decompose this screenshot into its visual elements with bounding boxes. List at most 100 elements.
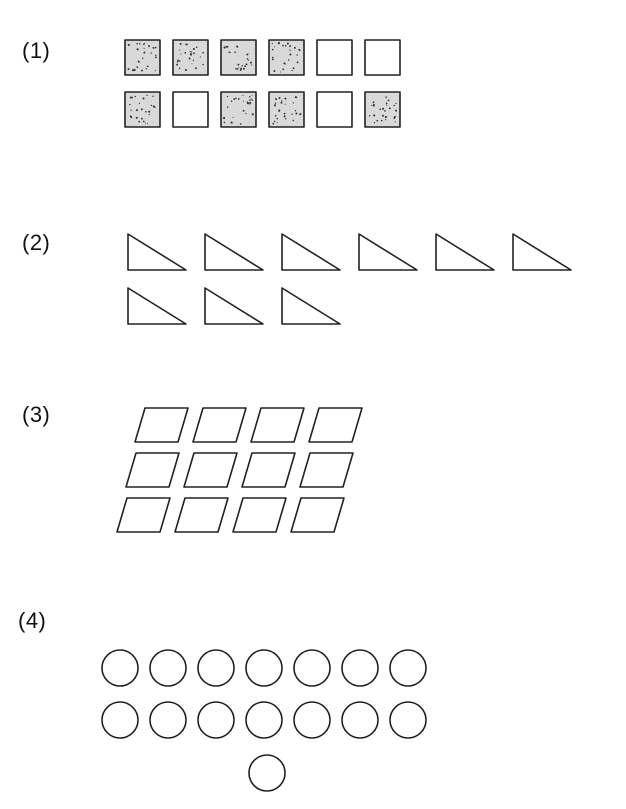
- right-triangle: [281, 287, 341, 325]
- shade-speck: [281, 100, 283, 102]
- shade-speck: [179, 49, 181, 51]
- shade-speck: [273, 104, 277, 107]
- shade-speck: [277, 42, 280, 45]
- shade-speck: [235, 67, 237, 70]
- shade-speck: [285, 118, 287, 120]
- shade-speck: [283, 62, 286, 65]
- shade-speck: [193, 52, 195, 55]
- circle: [341, 649, 379, 687]
- shade-speck: [134, 95, 137, 98]
- shade-speck: [136, 66, 139, 69]
- shade-speck: [130, 109, 132, 111]
- square-cell: [364, 39, 401, 76]
- shade-speck: [278, 110, 280, 112]
- right-triangle: [358, 233, 418, 271]
- shade-speck: [202, 51, 204, 54]
- shade-speck: [296, 54, 298, 56]
- circle: [245, 649, 283, 687]
- shade-speck: [245, 112, 247, 115]
- shade-speck: [280, 101, 283, 104]
- shade-speck: [142, 57, 144, 59]
- shade-speck: [384, 110, 386, 112]
- shade-speck: [246, 102, 250, 105]
- shade-speck: [386, 104, 388, 106]
- shade-speck: [282, 68, 285, 71]
- circle: [341, 701, 379, 739]
- shade-speck: [273, 70, 276, 72]
- shade-speck: [148, 45, 150, 47]
- shade-speck: [393, 117, 396, 120]
- shaded-square: [268, 39, 305, 76]
- parallelogram: [232, 497, 287, 533]
- shade-speck: [184, 43, 186, 45]
- shade-speck: [271, 58, 274, 61]
- circle: [248, 754, 286, 792]
- shade-speck: [278, 96, 281, 100]
- shade-speck: [226, 45, 229, 48]
- shaded-square: [172, 39, 209, 76]
- shade-speck: [385, 96, 387, 98]
- parallelogram: [116, 497, 171, 533]
- shade-speck: [139, 43, 141, 45]
- shade-speck: [382, 107, 385, 110]
- shade-speck: [146, 94, 148, 96]
- shade-speck: [133, 68, 136, 72]
- circle: [101, 649, 139, 687]
- shade-speck: [240, 67, 242, 69]
- empty-square: [172, 91, 209, 128]
- shade-speck: [188, 57, 191, 60]
- square-cell: [316, 91, 353, 128]
- shade-speck: [291, 69, 293, 72]
- problem-4-circles: [101, 649, 427, 792]
- parallelogram: [290, 497, 345, 533]
- shade-speck: [226, 106, 229, 108]
- shade-speck: [237, 46, 239, 48]
- square-cell: [364, 91, 401, 128]
- empty-square: [316, 39, 353, 76]
- shade-speck: [279, 71, 282, 73]
- shade-speck: [192, 59, 195, 62]
- shade-speck: [286, 42, 289, 45]
- shade-speck: [395, 102, 397, 105]
- shade-speck: [251, 98, 253, 100]
- parallelogram: [241, 452, 296, 488]
- shade-speck: [382, 114, 384, 117]
- square-cell: [316, 39, 353, 76]
- shade-speck: [136, 48, 139, 51]
- right-triangle: [127, 233, 187, 271]
- circle: [293, 649, 331, 687]
- shade-speck: [282, 44, 284, 47]
- shade-speck: [291, 113, 293, 115]
- parallelogram: [308, 407, 363, 443]
- shade-speck: [372, 101, 375, 104]
- shade-speck: [178, 67, 181, 70]
- shade-speck: [185, 43, 188, 46]
- empty-square: [316, 91, 353, 128]
- shade-speck: [143, 51, 146, 54]
- shade-speck: [298, 49, 301, 51]
- shade-speck: [393, 104, 395, 107]
- square-cell: [268, 91, 305, 128]
- shade-speck: [140, 117, 143, 120]
- shaded-square: [220, 39, 257, 76]
- shade-speck: [152, 47, 155, 49]
- shade-speck: [245, 63, 248, 66]
- shade-speck: [136, 42, 138, 45]
- shade-speck: [179, 60, 181, 62]
- shade-speck: [241, 65, 243, 67]
- shade-speck: [289, 53, 292, 56]
- circle: [149, 701, 187, 739]
- problem-2-label: (2): [22, 230, 51, 255]
- shade-speck: [135, 109, 139, 112]
- shade-speck: [237, 98, 240, 100]
- shade-speck: [372, 104, 375, 107]
- shade-speck: [147, 122, 148, 124]
- shade-speck: [131, 69, 135, 72]
- shade-speck: [272, 122, 275, 125]
- shade-speck: [127, 68, 130, 71]
- circle: [197, 701, 235, 739]
- problem-3-label: (3): [22, 402, 51, 427]
- shade-speck: [251, 94, 253, 96]
- parallelogram: [183, 452, 238, 488]
- shade-speck: [176, 60, 179, 63]
